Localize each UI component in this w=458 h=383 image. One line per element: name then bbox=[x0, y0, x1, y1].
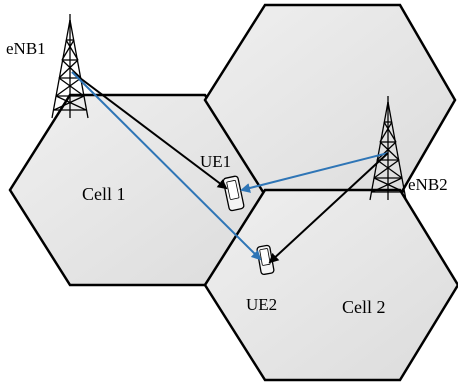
ue1-label: UE1 bbox=[200, 152, 231, 171]
cell-2-label: Cell 2 bbox=[342, 297, 386, 317]
enb1-label: eNB1 bbox=[6, 39, 46, 58]
enb2-label: eNB2 bbox=[408, 175, 448, 194]
enb2-tower-icon bbox=[369, 96, 407, 201]
link-enb2-ue2 bbox=[268, 152, 389, 264]
cell-1-label: Cell 1 bbox=[82, 184, 126, 204]
link-enb1-ue2 bbox=[71, 71, 262, 261]
enb1-tower-icon bbox=[51, 14, 89, 119]
link-enb1-ue1 bbox=[71, 71, 228, 190]
ue1-phone-icon bbox=[222, 175, 245, 212]
link-enb2-ue1 bbox=[240, 152, 389, 193]
ue2-label: UE2 bbox=[246, 295, 277, 314]
